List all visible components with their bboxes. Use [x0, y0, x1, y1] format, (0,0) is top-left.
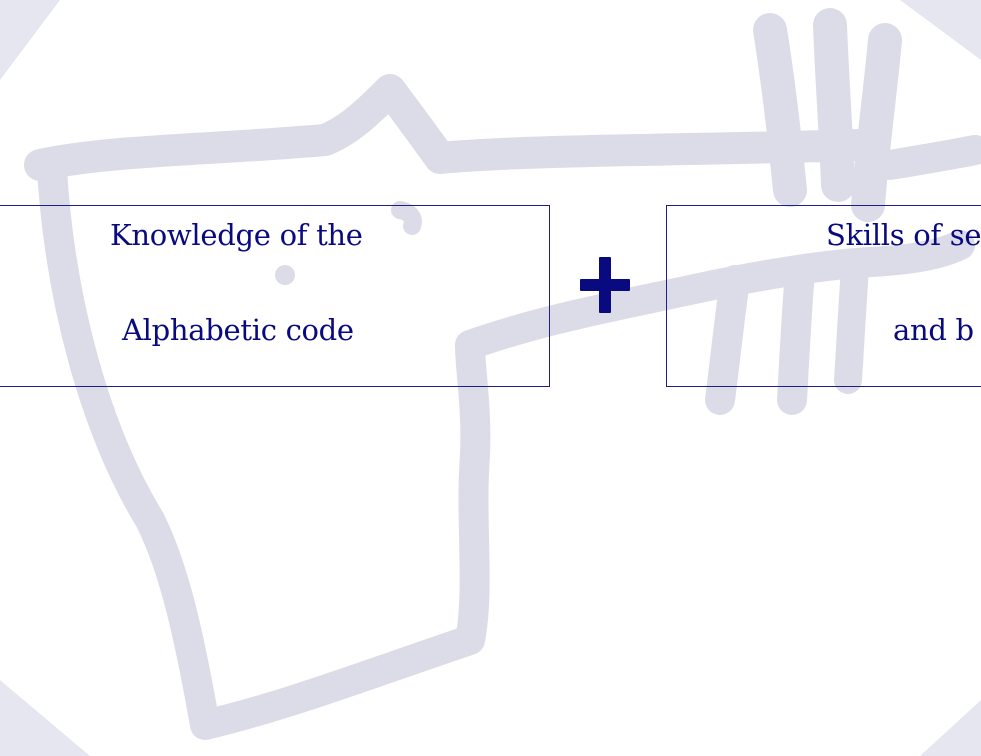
skills-box — [666, 205, 981, 387]
left-box-line-2: Alphabetic code — [122, 313, 354, 347]
right-box-line-2: and b — [893, 313, 974, 347]
alphabetic-code-box — [0, 205, 550, 387]
right-box-line-1: Skills of se — [826, 218, 981, 252]
plus-icon — [580, 257, 630, 313]
left-box-line-1: Knowledge of the — [110, 218, 363, 252]
